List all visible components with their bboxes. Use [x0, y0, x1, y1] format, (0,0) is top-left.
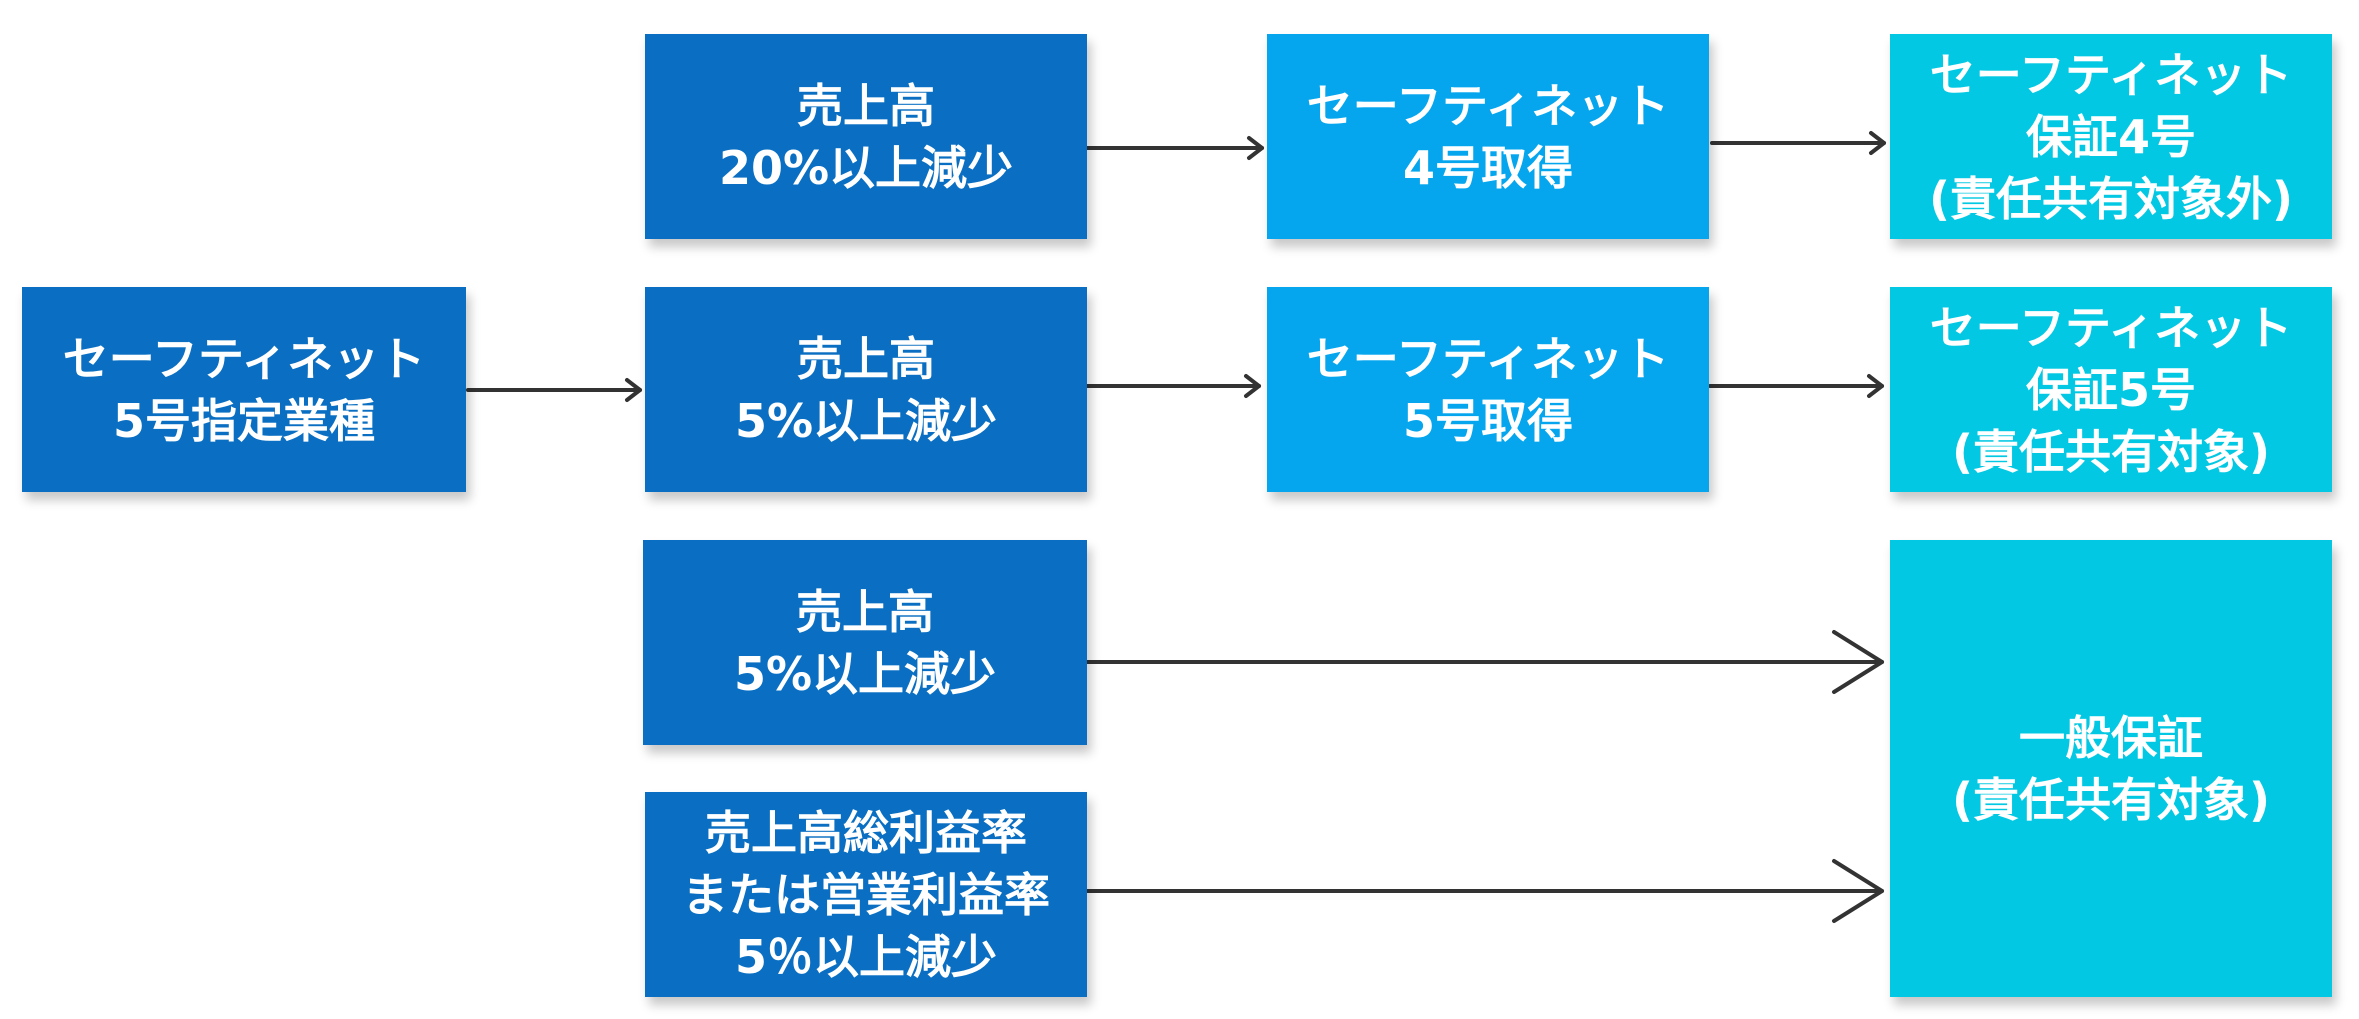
node-guar4-line-2: 保証4号	[2025, 109, 2196, 164]
node-guar5-line-3: (責任共有対象)	[1951, 424, 2271, 479]
node-sales5a-line-2: 5%以上減少	[734, 393, 998, 448]
node-sales-20-decrease: 売上高 20%以上減少	[645, 34, 1087, 239]
node-general-guarantee: 一般保証 (責任共有対象)	[1890, 540, 2332, 997]
node-safetynet-guarantee-5: セーフティネット 保証5号 (責任共有対象)	[1890, 287, 2332, 492]
node-designated-industry: セーフティネット 5号指定業種	[22, 287, 466, 492]
node-acq5-line-1: セーフティネット	[1306, 331, 1670, 386]
node-general-line-2: (責任共有対象)	[1951, 772, 2271, 827]
arrow-sales5a-to-acq5	[1085, 374, 1261, 398]
node-margin-line-2: または営業利益率	[682, 867, 1050, 922]
node-acq4-line-1: セーフティネット	[1306, 78, 1670, 133]
node-sales20-line-1: 売上高	[797, 78, 935, 133]
arrow-acq4-to-guar4	[1710, 131, 1886, 155]
node-safetynet-guarantee-4: セーフティネット 保証4号 (責任共有対象外)	[1890, 34, 2332, 239]
node-guar4-line-1: セーフティネット	[1929, 47, 2293, 102]
node-sales-5-decrease-a: 売上高 5%以上減少	[645, 287, 1087, 492]
arrow-sales20-to-acq4	[1085, 136, 1264, 160]
node-guar5-line-1: セーフティネット	[1929, 300, 2293, 355]
node-general-line-1: 一般保証	[2019, 710, 2203, 765]
node-sales-5-decrease-b: 売上高 5%以上減少	[643, 540, 1087, 745]
arrow-margin-to-general	[1085, 859, 1884, 923]
node-guar4-line-3: (責任共有対象外)	[1928, 171, 2294, 226]
node-sales5a-line-1: 売上高	[797, 331, 935, 386]
node-guar5-line-2: 保証5号	[2025, 362, 2196, 417]
arrow-sales5b-to-general	[1085, 630, 1884, 694]
node-safetynet-4-acquired: セーフティネット 4号取得	[1267, 34, 1709, 239]
arrow-designated-to-sales5a	[466, 378, 642, 402]
node-acq4-line-2: 4号取得	[1402, 140, 1573, 195]
node-acq5-line-2: 5号取得	[1402, 393, 1573, 448]
node-margin-line-3: 5％以上減少	[734, 929, 997, 984]
node-margin-line-1: 売上高総利益率	[705, 805, 1027, 860]
node-sales5b-line-1: 売上高	[796, 584, 934, 639]
arrow-acq5-to-guar5	[1708, 374, 1884, 398]
node-safetynet-5-acquired: セーフティネット 5号取得	[1267, 287, 1709, 492]
node-margin-decrease: 売上高総利益率 または営業利益率 5％以上減少	[645, 792, 1087, 997]
node-designated-line-1: セーフティネット	[62, 331, 426, 386]
node-sales20-line-2: 20%以上減少	[718, 140, 1014, 195]
node-designated-line-2: 5号指定業種	[112, 393, 375, 448]
node-sales5b-line-2: 5%以上減少	[733, 646, 997, 701]
